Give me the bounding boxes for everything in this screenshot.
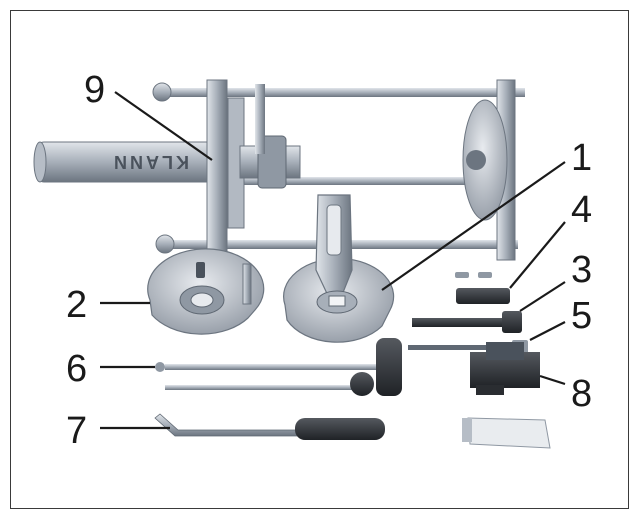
- seat-plate-right-slot: [326, 204, 342, 256]
- clamp-block-foot: [476, 385, 504, 395]
- small-bolt-2: [478, 272, 492, 278]
- guide-rod-top: [155, 88, 525, 97]
- second-rod-knob: [350, 372, 374, 396]
- grease-tube: [462, 417, 551, 449]
- rod-nut-bottom: [155, 234, 175, 254]
- spring-seat-plate-left: [147, 248, 265, 335]
- seat-plate-left-pin: [196, 262, 205, 278]
- vertical-stem: [255, 84, 265, 154]
- brand-mark: KLANN: [111, 152, 189, 172]
- rod-nut-top: [152, 82, 172, 102]
- callout-2: 2: [66, 284, 87, 326]
- seat-plate-left-tab: [242, 263, 252, 305]
- t-handle-tool: [155, 338, 402, 396]
- t-handle-grip: [376, 338, 402, 396]
- leader-9: [114, 91, 213, 161]
- seat-plate-right-bore: [328, 295, 346, 307]
- leader-lines: [100, 91, 566, 430]
- grease-tube-cap: [462, 418, 472, 442]
- compressor-handle-end: [33, 141, 47, 183]
- callout-1: 1: [571, 137, 592, 179]
- guide-rod-middle: [225, 177, 495, 185]
- callout-4: 4: [571, 189, 592, 231]
- long-bolt-head: [502, 311, 522, 333]
- leader-8: [539, 374, 566, 386]
- leader-1: [381, 161, 566, 291]
- t-handle-shaft: [165, 364, 380, 370]
- spring-seat-plate-right: [283, 194, 395, 343]
- leader-5: [529, 321, 566, 341]
- cranked-lever-shaft: [154, 413, 301, 437]
- small-bolt-1: [455, 272, 469, 278]
- cranked-lever-grip: [295, 418, 385, 440]
- callout-3: 3: [571, 249, 592, 291]
- long-bolt-shaft: [412, 318, 504, 327]
- callout-5: 5: [571, 295, 592, 337]
- clamp-block-jaw: [486, 342, 524, 360]
- callout-7: 7: [66, 410, 87, 452]
- long-bolt: [412, 311, 522, 333]
- leader-3: [519, 281, 566, 312]
- callout-8: 8: [571, 373, 592, 415]
- clamp-block: [470, 342, 540, 395]
- seat-plate-left-bore: [190, 292, 214, 308]
- callout-9: 9: [84, 69, 105, 111]
- spring-compressor-frame: KLANN: [33, 79, 525, 261]
- t-handle-tip: [155, 362, 165, 372]
- callout-numbers: 1 2 3 4 5 6 7 8 9: [66, 69, 592, 452]
- sleeve-body: [456, 288, 510, 304]
- pressure-plate-hub: [466, 150, 486, 170]
- second-rod: [165, 385, 365, 390]
- leader-4: [509, 221, 566, 289]
- threaded-rod-shaft: [408, 345, 518, 350]
- callout-6: 6: [66, 348, 87, 390]
- frame-plate-left: [206, 79, 228, 261]
- cranked-lever: [154, 413, 385, 440]
- grease-tube-body: [467, 417, 551, 449]
- adapter-sleeve: [455, 272, 510, 304]
